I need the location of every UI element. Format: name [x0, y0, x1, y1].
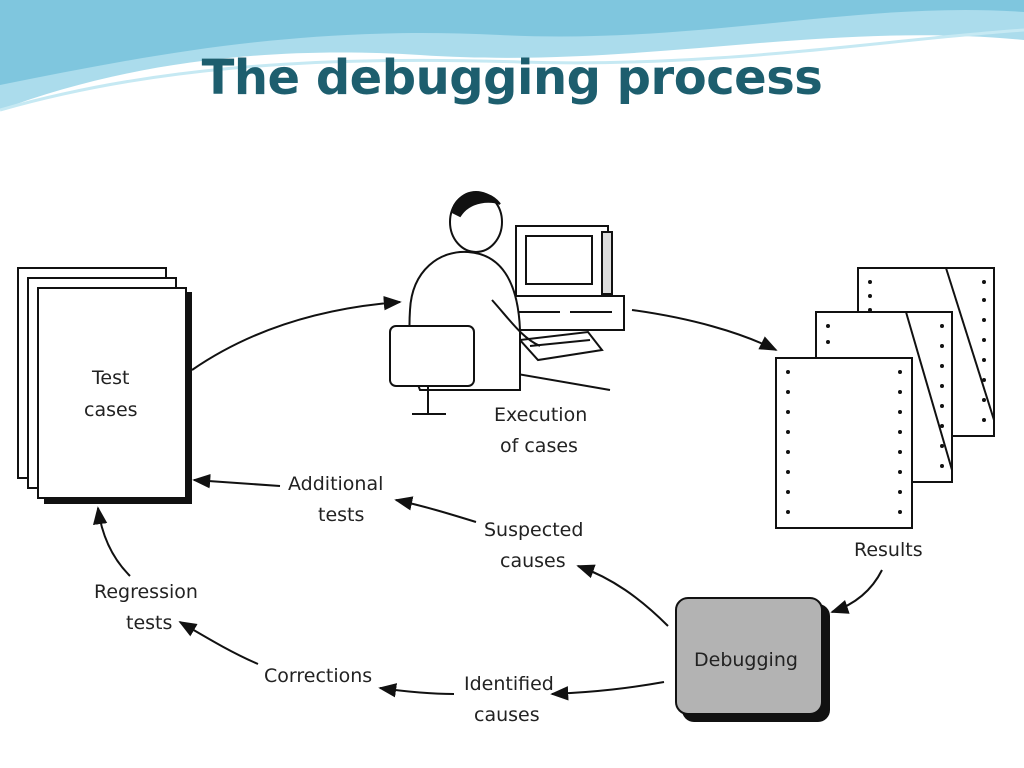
arrow-results-to-debugging: [830, 569, 883, 614]
programmer-at-computer-icon: [389, 191, 625, 415]
arrow-identified-to-corrections: [378, 683, 455, 698]
node-corrections: Corrections: [264, 665, 372, 687]
arrow-debugging-to-identified-causes: [550, 681, 665, 701]
arrow-test-cases-to-execution: [191, 296, 402, 371]
arrow-additional-tests-to-test-cases: [192, 473, 281, 489]
node-identified-causes: Identified causes: [464, 673, 560, 726]
node-results: Results: [854, 539, 923, 561]
test-cases-document-icon: [17, 267, 192, 504]
arrow-execution-to-results: [631, 309, 778, 351]
node-additional-tests: Additional tests: [288, 473, 389, 526]
arrow-corrections-to-regression-tests: [178, 621, 259, 665]
page-title: The debugging process: [201, 50, 823, 106]
node-test-cases: Test cases: [84, 367, 138, 421]
node-debugging: Debugging: [694, 649, 798, 671]
node-execution-of-cases: Execution of cases: [494, 404, 593, 457]
results-printout-icon: [775, 267, 995, 529]
header-banner: [0, 0, 1024, 112]
node-regression-tests: Regression tests: [94, 581, 204, 634]
debugging-box: [675, 597, 830, 722]
arrow-regression-tests-to-test-cases: [93, 506, 131, 577]
arrow-debugging-to-suspected-causes: [576, 564, 669, 627]
arrow-suspected-to-additional-tests: [394, 496, 477, 523]
node-suspected-causes: Suspected causes: [484, 519, 589, 572]
